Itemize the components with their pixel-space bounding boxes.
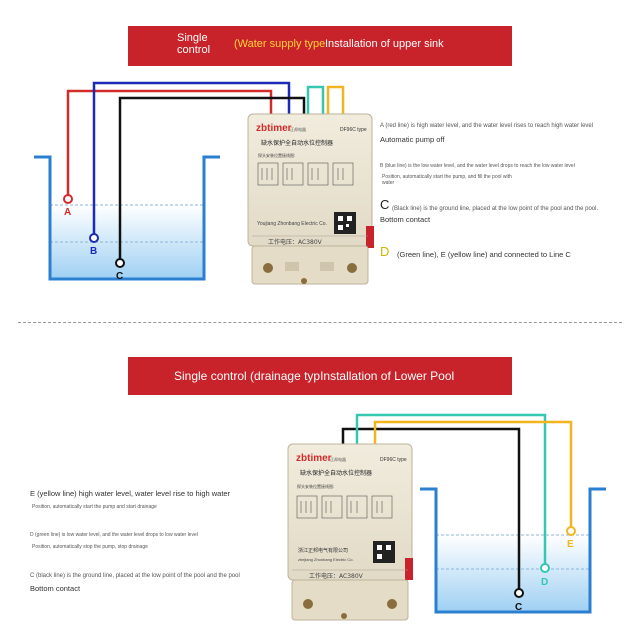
note-b-action: Position, automatically start the pump, …: [382, 174, 512, 180]
label-e: E: [567, 539, 574, 550]
probe-c: [115, 258, 125, 268]
bottom-controller: [287, 443, 413, 621]
bottom-wires: [341, 413, 573, 593]
note-b-line: B (blue line) is the low water level, an…: [380, 163, 575, 169]
probe-d: [540, 563, 550, 573]
note-d-line-bottom: D (green line) is low water level, and t…: [30, 532, 198, 538]
top-model: DF96C type: [340, 127, 367, 133]
top-diagram-label: 探头安装位置接线图:: [258, 152, 295, 158]
label-b: B: [90, 246, 97, 257]
bottom-brand: zbtimer: [296, 453, 332, 464]
top-tank: [34, 155, 220, 281]
bottom-device-name: 缺水保护全自动水位控制器: [300, 469, 372, 477]
blue-wire: [92, 81, 291, 238]
note-d-letter: D: [380, 244, 390, 259]
probe-a: [63, 194, 73, 204]
note-c-letter: C: [380, 197, 390, 212]
yellow-wire: [326, 85, 345, 116]
note-a-action: Automatic pump off: [380, 135, 445, 144]
banner-single-control: Single control: [177, 32, 211, 56]
black-wire: [341, 427, 521, 593]
note-e-action: Position, automatically start the pump a…: [32, 504, 157, 510]
note-a-line: A (red line) is high water level, and th…: [380, 123, 594, 129]
note-e-line: E (yellow line) high water level, water …: [30, 489, 231, 498]
top-brand: zbtimer: [256, 123, 292, 134]
note-d-line: (Green line), E (yellow line) and connec…: [397, 250, 571, 259]
bottom-banner: Single control (drainage typInstallation…: [128, 357, 512, 395]
bottom-company: 浙江正邦电气有限公司: [298, 547, 348, 554]
note-c-line-bottom: C (black line) is the ground line, place…: [30, 573, 240, 579]
note-c-line: (Black line) is the ground line, placed …: [392, 206, 599, 212]
probe-c-bottom: [514, 588, 524, 598]
yellow-wire: [373, 420, 573, 531]
bottom-brand-cn: 正邦电器: [330, 456, 346, 462]
note-c-bottom-contact: Bottom contact: [30, 584, 81, 593]
bottom-voltage: 工作电压：AC380V: [309, 572, 364, 580]
bottom-diagram-label: 探头安装位置接线图:: [297, 483, 334, 489]
top-brand-cn: 正邦电器: [290, 126, 306, 132]
note-d-action: Position, automatically stop the pump, s…: [32, 544, 148, 550]
black-wire: [118, 96, 306, 263]
label-d: D: [541, 577, 548, 588]
top-controller: [247, 113, 374, 285]
top-wires: [66, 81, 345, 263]
green-wire: [355, 413, 547, 568]
label-a: A: [64, 207, 71, 218]
bottom-model: DF96C type: [380, 457, 407, 463]
bottom-company-en: zhejiang Zhonbang Electric Co.: [298, 557, 354, 562]
section-divider: [18, 322, 622, 323]
top-banner: Single control (Water supply type Instal…: [128, 26, 512, 66]
banner-type: (Water supply type: [234, 38, 326, 50]
top-voltage: 工作电压：AC380V: [268, 238, 323, 246]
top-device-name: 缺水保护全自动水位控制器: [261, 139, 333, 147]
top-company: Youjiang Zhonbang Electric Co.: [257, 221, 327, 227]
probe-b: [89, 233, 99, 243]
red-wire: [66, 89, 273, 199]
note-b-action-2: water: [382, 180, 395, 186]
note-c-bottom: Bottom contact: [380, 215, 431, 224]
banner-title: Single control (drainage typInstallation…: [174, 369, 455, 383]
label-c-bottom: C: [515, 602, 522, 613]
label-c: C: [116, 271, 123, 282]
green-wire: [306, 85, 325, 116]
banner-title: Installation of upper sink: [325, 38, 444, 50]
probe-e: [566, 526, 576, 536]
bottom-tank: [420, 487, 606, 614]
